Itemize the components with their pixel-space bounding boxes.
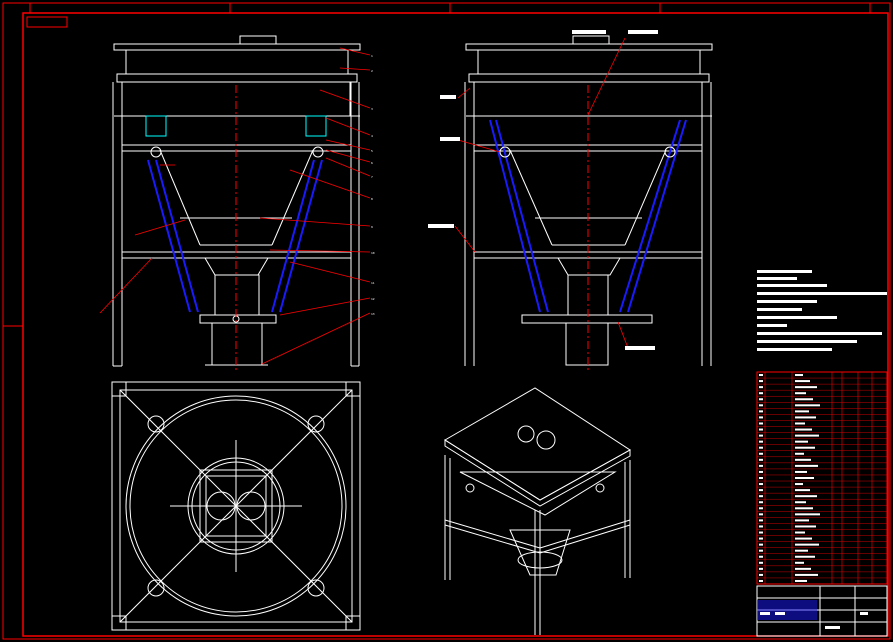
table-cell-mark (795, 561, 804, 564)
callout-5: 5 (371, 149, 373, 153)
table-cell-number (759, 422, 763, 425)
table-cell-number (759, 446, 763, 449)
table-cell-mark (795, 428, 812, 431)
table-cell-number (759, 561, 763, 564)
table-cell-mark (795, 446, 815, 449)
technical-notes (757, 270, 887, 351)
table-cell-mark (795, 464, 818, 467)
table-cell-mark (795, 549, 808, 552)
callout-4: 4 (371, 134, 373, 138)
table-cell-mark (795, 531, 805, 534)
table-cell-number (759, 483, 763, 486)
table-cell-number (759, 501, 763, 504)
side-elevation-view (428, 30, 713, 370)
table-cell-number (759, 495, 763, 498)
callout-13: 13 (371, 312, 375, 316)
table-cell-mark (795, 374, 803, 377)
table-cell-number (759, 470, 763, 473)
table-cell-number (759, 386, 763, 389)
table-cell-mark (795, 489, 810, 492)
table-cell-mark (795, 483, 803, 486)
table-cell-number (759, 507, 763, 510)
title-block (756, 585, 888, 637)
table-cell-number (759, 464, 763, 467)
table-cell-number (759, 458, 763, 461)
table-cell-number (759, 549, 763, 552)
table-cell-number (759, 567, 763, 570)
callout-3: 3 (371, 107, 373, 111)
table-cell-number (759, 537, 763, 540)
table-cell-mark (795, 392, 806, 395)
table-cell-mark (795, 519, 809, 522)
callout-11: 11 (371, 281, 375, 285)
table-cell-mark (795, 386, 817, 389)
table-cell-number (759, 428, 763, 431)
callout-8: 8 (371, 197, 373, 201)
table-cell-mark (795, 507, 813, 510)
callout-1: 1 (371, 54, 373, 58)
table-cell-mark (795, 470, 807, 473)
table-cell-number (759, 543, 763, 546)
table-cell-mark (795, 567, 811, 570)
table-cell-mark (795, 495, 817, 498)
table-cell-number (759, 531, 763, 534)
table-cell-number (759, 374, 763, 377)
table-cell-mark (795, 537, 812, 540)
table-cell-mark (795, 410, 809, 413)
table-cell-number (759, 579, 763, 582)
callout-9: 9 (371, 225, 373, 229)
table-cell-mark (795, 555, 815, 558)
table-cell-mark (795, 525, 816, 528)
table-cell-mark (795, 573, 818, 576)
table-cell-mark (795, 452, 804, 455)
table-cell-mark (795, 398, 813, 401)
table-cell-number (759, 398, 763, 401)
table-cell-mark (795, 416, 816, 419)
table-cell-number (759, 416, 763, 419)
table-cell-mark (795, 422, 805, 425)
table-cell-mark (795, 458, 811, 461)
table-cell-mark (795, 440, 808, 443)
table-cell-number (759, 513, 763, 516)
table-cell-mark (795, 434, 819, 437)
table-cell-number (759, 477, 763, 479)
parts-list-table (756, 371, 888, 585)
front-elevation-view: 1 2 3 4 5 6 7 8 9 10 11 12 13 (99, 35, 375, 370)
callout-7: 7 (371, 175, 373, 179)
callout-2: 2 (371, 69, 373, 73)
table-cell-number (759, 525, 763, 528)
top-plan-view (111, 381, 361, 631)
table-cell-mark (795, 579, 807, 582)
table-cell-number (759, 434, 763, 437)
table-cell-number (759, 392, 763, 395)
table-cell-mark (795, 380, 810, 383)
table-cell-mark (795, 513, 820, 516)
table-cell-number (759, 404, 763, 407)
table-cell-mark (795, 501, 806, 504)
callout-12: 12 (371, 297, 375, 301)
table-cell-number (759, 573, 763, 576)
table-cell-mark (795, 543, 819, 546)
callout-6: 6 (371, 161, 373, 165)
table-cell-number (759, 440, 763, 443)
isometric-view (444, 387, 631, 635)
table-cell-number (759, 519, 763, 522)
table-cell-number (759, 410, 763, 413)
table-cell-mark (795, 404, 820, 407)
table-cell-number (759, 452, 763, 455)
table-cell-number (759, 489, 763, 492)
table-cell-number (759, 380, 763, 383)
table-cell-mark (795, 477, 814, 479)
callout-10: 10 (371, 251, 375, 255)
table-cell-number (759, 555, 763, 558)
